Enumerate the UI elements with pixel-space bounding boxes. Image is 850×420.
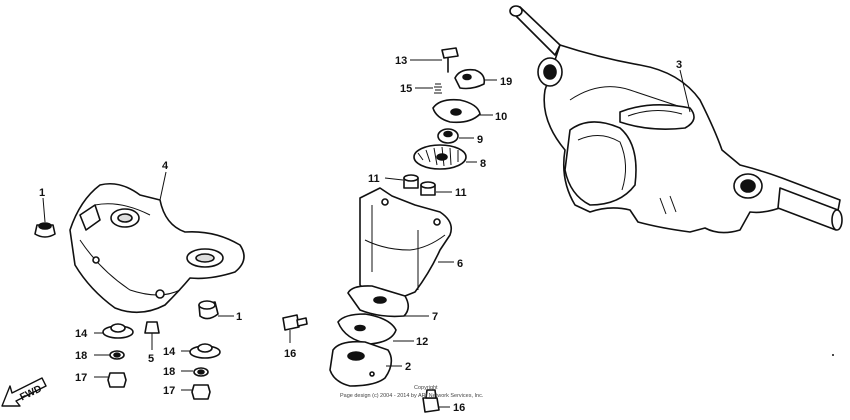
part-16-bolt-upper[interactable]	[282, 314, 308, 331]
part-11-collar-a[interactable]	[403, 174, 419, 189]
callout-8: 8	[480, 158, 486, 170]
callout-19: 19	[500, 76, 512, 88]
copyright-line-2: Page design (c) 2004 - 2014 by ARI Netwo…	[340, 393, 484, 399]
callout-10: 10	[495, 111, 507, 123]
callout-13: 13	[395, 55, 407, 67]
callout-18-left: 18	[75, 350, 87, 362]
copyright-notice: Copyright Page design (c) 2004 - 2014 by…	[340, 385, 484, 399]
callout-1-right: 1	[236, 311, 242, 323]
leader-lines	[42, 59, 691, 408]
callout-labels: 1 4 1 14 18 17 5 14 18 17 16 13 19 15 10…	[39, 55, 682, 414]
callout-6: 6	[457, 258, 463, 270]
part-13-bolt[interactable]	[441, 47, 459, 73]
callout-12: 12	[416, 336, 428, 348]
callout-11-right: 11	[455, 187, 467, 199]
callout-16-upper: 16	[284, 348, 296, 360]
copyright-line-1: Copyright	[414, 385, 438, 391]
callout-11-left: 11	[368, 173, 380, 185]
part-15-spring[interactable]	[434, 83, 442, 94]
callout-2: 2	[405, 361, 411, 373]
part-12-plate[interactable]	[337, 313, 397, 345]
part-1-grommet-right[interactable]	[198, 300, 219, 320]
part-7-plate[interactable]	[347, 285, 410, 318]
callout-1-left: 1	[39, 187, 45, 199]
part-9-collar[interactable]	[437, 128, 459, 144]
part-18-washer-a[interactable]	[109, 350, 125, 360]
part-10-adjuster-plate[interactable]	[432, 98, 481, 124]
part-5-bolt[interactable]	[144, 321, 160, 343]
callout-4: 4	[162, 160, 169, 172]
callout-15: 15	[400, 83, 412, 95]
fwd-label: FWD	[18, 383, 43, 403]
fwd-direction-indicator: FWD	[1, 377, 47, 407]
callout-17-left: 17	[75, 372, 87, 384]
part-14-grommet-b[interactable]	[189, 343, 221, 359]
part-3-handlebar-housing[interactable]	[509, 5, 843, 234]
part-19-clamp[interactable]	[454, 68, 486, 90]
part-18-washer-b[interactable]	[193, 367, 209, 377]
part-8-ribbed-disc[interactable]	[413, 144, 467, 170]
callout-3: 3	[676, 59, 682, 71]
fwd-arrow-icon	[1, 377, 47, 407]
part-16-bolt-lower[interactable]	[422, 389, 440, 413]
callout-9: 9	[477, 134, 483, 146]
callout-18-right: 18	[163, 366, 175, 378]
callout-5: 5	[148, 353, 154, 365]
part-14-grommet-a[interactable]	[102, 323, 134, 339]
part-4-lower-case[interactable]	[69, 182, 245, 314]
callout-17-right: 17	[163, 385, 175, 397]
part-6-bracket[interactable]	[359, 187, 453, 301]
part-2-base[interactable]	[329, 340, 393, 387]
callout-7: 7	[432, 311, 438, 323]
part-17-nut-b[interactable]	[191, 384, 211, 400]
callout-16-lower: 16	[453, 402, 465, 414]
part-1-grommet-left[interactable]	[34, 222, 56, 238]
stray-dot	[832, 354, 834, 356]
callout-14-right: 14	[163, 346, 176, 358]
callout-14-left: 14	[75, 328, 88, 340]
part-17-nut-a[interactable]	[107, 372, 127, 388]
part-11-collar-b[interactable]	[420, 181, 436, 196]
